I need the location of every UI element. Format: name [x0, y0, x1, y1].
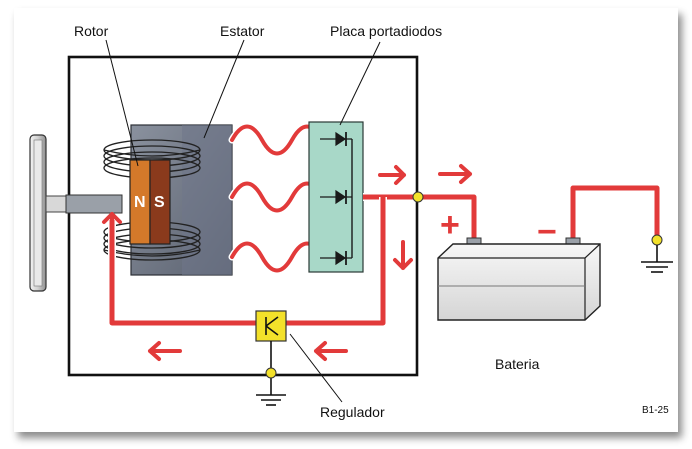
- north-pole-label: N: [134, 194, 146, 211]
- rotor-magnet: N S: [129, 159, 171, 245]
- current-arrows: [102, 164, 472, 361]
- junction-node: [412, 191, 424, 203]
- arrow-down-icon: [393, 240, 413, 270]
- label-regulador: Regulador: [320, 404, 385, 420]
- south-pole: [149, 159, 171, 245]
- label-rotor: Rotor: [74, 23, 109, 39]
- label-bateria: Bateria: [495, 356, 540, 372]
- alternator-housing: [67, 55, 419, 377]
- arrow-left-icon: [148, 341, 182, 361]
- arrow-up-icon: [102, 212, 122, 234]
- figure-code: B1-25: [642, 405, 669, 416]
- label-placa-portadiodos: Placa portadiodos: [330, 23, 442, 39]
- arrow-right-icon: [438, 164, 472, 184]
- circuit-wires: [108, 184, 661, 327]
- rotor-shaft: [65, 194, 123, 214]
- arrow-right-icon: [378, 165, 406, 185]
- regulator: [255, 310, 287, 342]
- south-pole-label: S: [154, 194, 165, 211]
- label-estator: Estator: [220, 23, 265, 39]
- ground-icon: [256, 341, 286, 406]
- ground-icon: [641, 234, 673, 273]
- diode-plate: [308, 121, 364, 273]
- battery-negative-sign: −: [537, 213, 557, 251]
- stator-windings: [228, 123, 326, 274]
- battery-positive-sign: +: [440, 206, 460, 244]
- leader-lines: [105, 39, 381, 403]
- battery: [437, 237, 601, 321]
- arrow-left-icon: [314, 341, 348, 361]
